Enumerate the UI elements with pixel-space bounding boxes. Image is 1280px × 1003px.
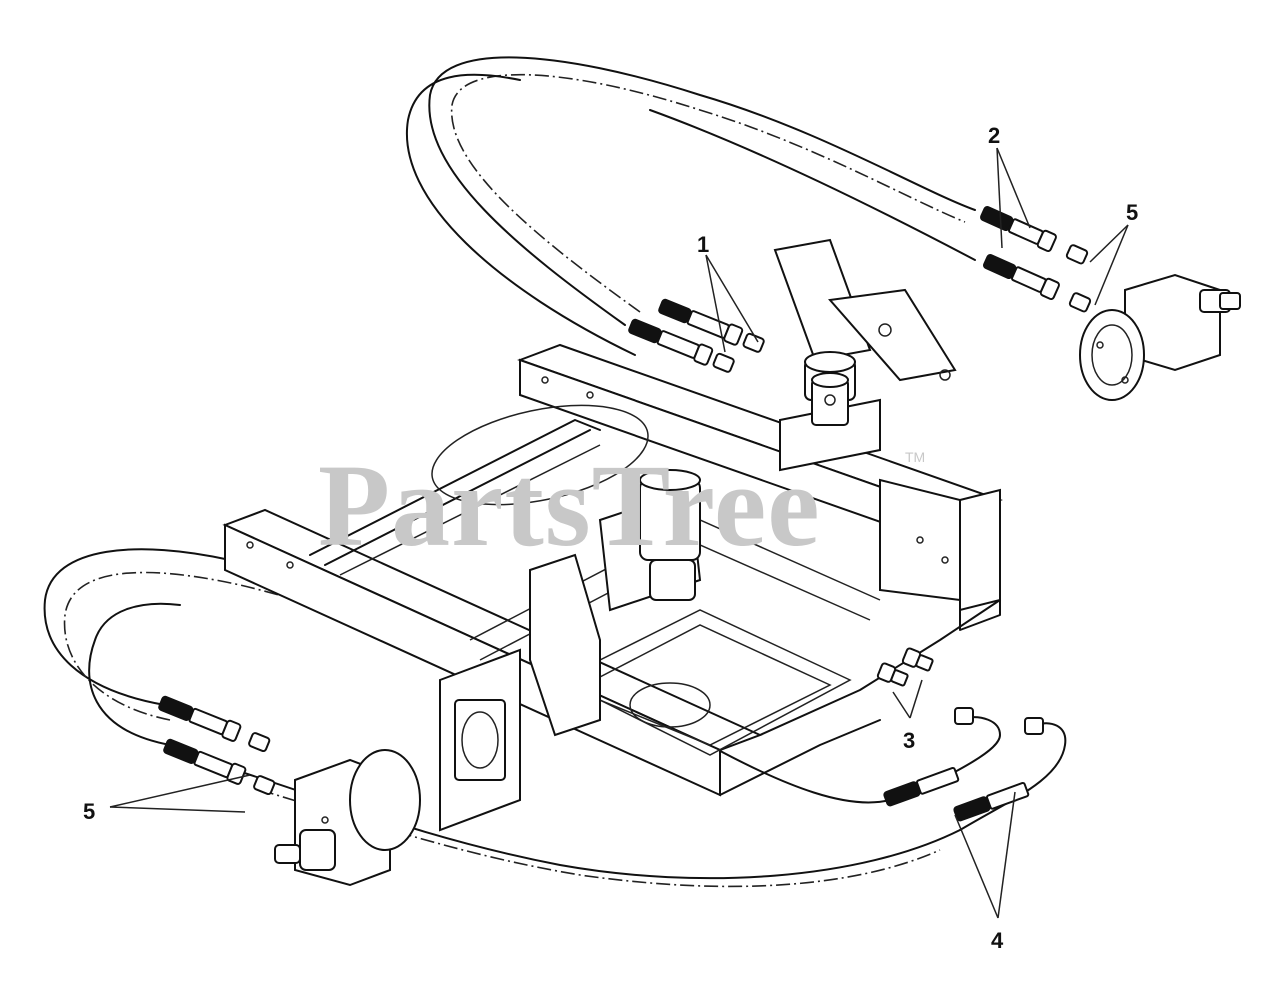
callout-3: 3 xyxy=(903,728,915,753)
upper-hose-loop xyxy=(405,56,976,356)
hose-end-fittings-1 xyxy=(628,298,765,373)
pump-assembly xyxy=(639,238,957,601)
watermark-trademark: TM xyxy=(905,449,925,465)
callout-4: 4 xyxy=(991,928,1004,953)
partstree-watermark: PartsTree TM xyxy=(318,440,925,571)
callout-leaders xyxy=(109,147,1129,919)
callout-5-right: 5 xyxy=(1126,200,1138,225)
callout-1: 1 xyxy=(697,232,709,257)
hose-end-fittings-3 xyxy=(876,647,1044,735)
hose-end-fittings-5-left xyxy=(158,695,276,796)
hose-end-fittings-2 xyxy=(980,205,1092,313)
watermark-brand: PartsTree xyxy=(318,440,821,571)
callout-5-left: 5 xyxy=(83,799,95,824)
hose-end-fittings-4 xyxy=(883,766,1030,822)
left-wheel-motor xyxy=(274,749,421,887)
right-wheel-motor xyxy=(1079,273,1241,401)
callout-2: 2 xyxy=(988,123,1000,148)
mower-frame xyxy=(222,343,1003,832)
callout-labels: 1 2 3 4 5 5 xyxy=(83,123,1138,953)
